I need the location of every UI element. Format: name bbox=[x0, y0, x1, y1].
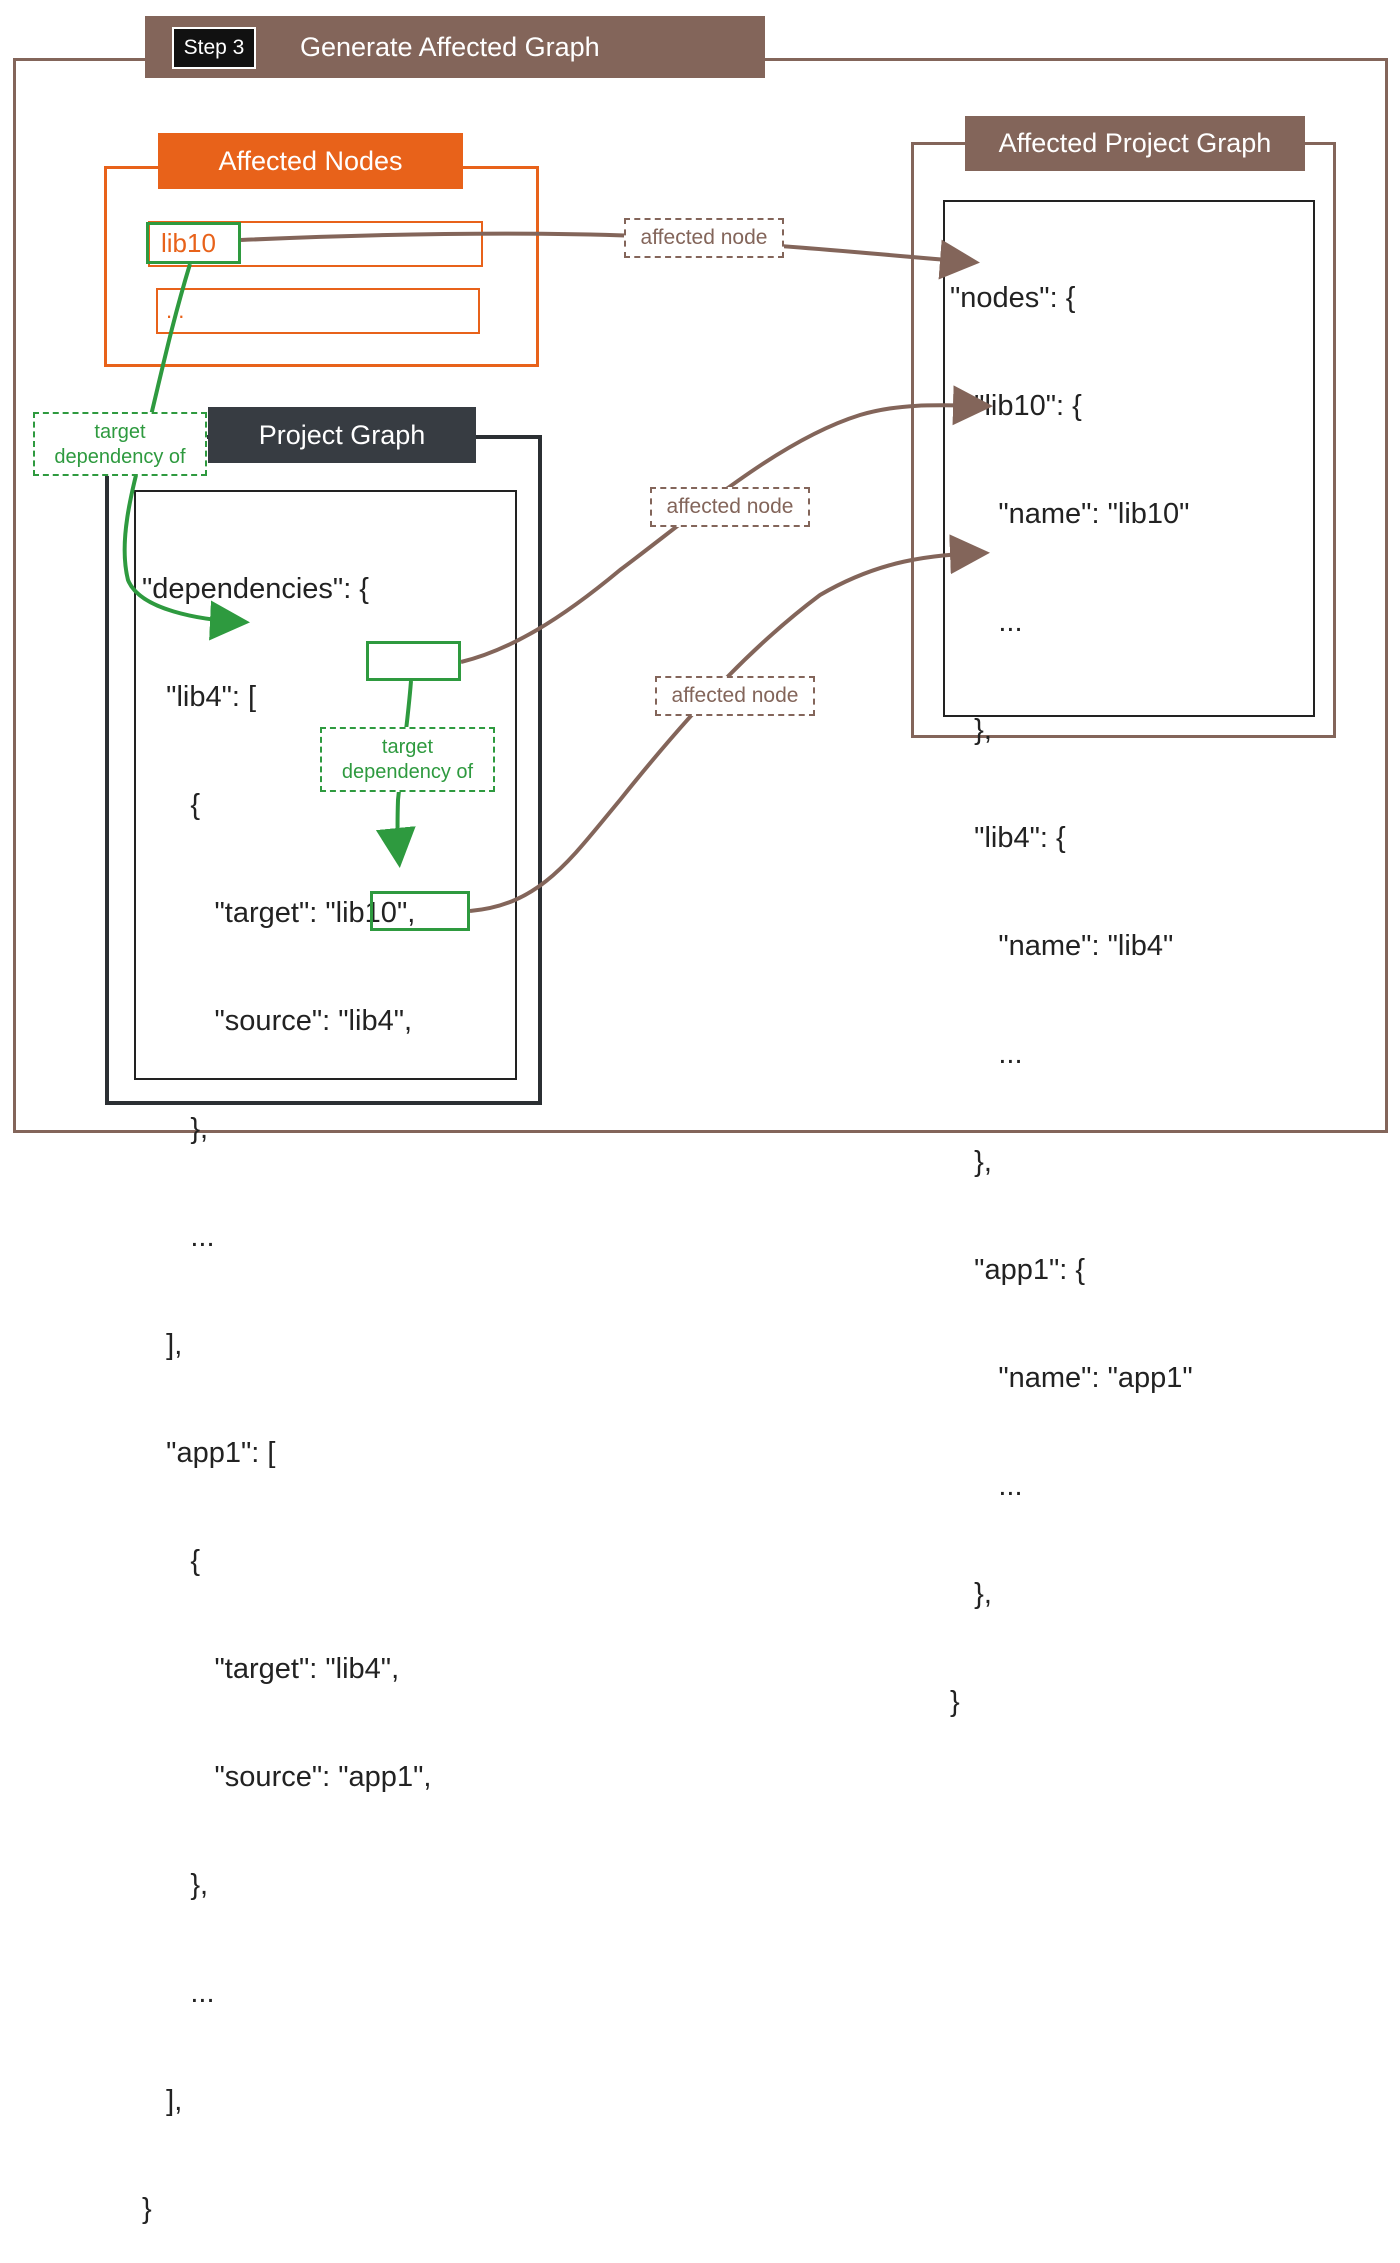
arrow-lib4-dependency bbox=[375, 680, 416, 868]
source-lib4-highlight bbox=[366, 641, 461, 681]
code-line: "dependencies": { bbox=[142, 573, 369, 605]
code-line: "source": "app1", bbox=[142, 1761, 432, 1793]
code-line: "name": "app1" bbox=[950, 1362, 1193, 1394]
arrow-lib4-to-nodes bbox=[460, 385, 993, 664]
lib10-highlight bbox=[146, 222, 241, 264]
affected-node-label: affected node bbox=[624, 218, 784, 258]
code-line: }, bbox=[950, 1146, 992, 1178]
affected-nodes-title: Affected Nodes bbox=[158, 133, 463, 189]
code-line: "app1": [ bbox=[142, 1437, 276, 1469]
code-line: "name": "lib10" bbox=[950, 498, 1190, 530]
code-line: }, bbox=[950, 714, 992, 746]
code-line: { bbox=[142, 1545, 201, 1577]
arrow-app1-to-nodes bbox=[469, 534, 990, 913]
project-graph-title: Project Graph bbox=[208, 407, 476, 463]
code-line: "nodes": { bbox=[950, 282, 1076, 314]
code-line: } bbox=[142, 2193, 152, 2225]
affected-node-slot bbox=[148, 221, 483, 267]
label-line: target bbox=[381, 736, 434, 758]
code-line: }, bbox=[142, 1869, 209, 1901]
code-line: "lib4": [ bbox=[142, 681, 257, 713]
affected-node-lib10: lib10 bbox=[161, 228, 216, 258]
code-line: ... bbox=[950, 1470, 1023, 1502]
code-line: "source": "lib4", bbox=[142, 1005, 413, 1037]
affected-node-label: affected node bbox=[650, 487, 810, 527]
affected-project-graph-title: Affected Project Graph bbox=[965, 116, 1305, 171]
code-line: } bbox=[950, 1686, 960, 1718]
code-line: "lib4": { bbox=[950, 822, 1066, 854]
code-line: "app1": { bbox=[950, 1254, 1086, 1286]
code-line: ... bbox=[142, 1221, 215, 1253]
affected-project-graph-code-box bbox=[943, 200, 1315, 717]
code-line: ... bbox=[950, 1038, 1023, 1070]
step-title: Generate Affected Graph bbox=[300, 32, 600, 62]
step-badge: Step 3 bbox=[172, 27, 256, 69]
affected-node-slot bbox=[156, 288, 480, 334]
arrow-lib10-dependency bbox=[122, 263, 250, 641]
code-line: ... bbox=[142, 1977, 215, 2009]
target-dependency-label: target dependency of bbox=[33, 412, 207, 476]
code-line: }, bbox=[142, 1113, 209, 1145]
label-line: dependency of bbox=[341, 761, 474, 783]
arrow-lib10-to-nodes bbox=[240, 231, 980, 280]
code-line: ], bbox=[142, 1329, 183, 1361]
label-line: target bbox=[94, 421, 146, 443]
code-line: "name": "lib4" bbox=[950, 930, 1174, 962]
connector-arrows bbox=[122, 231, 993, 913]
code-line: "target": "lib4", bbox=[142, 1653, 400, 1685]
code-line: { bbox=[142, 789, 201, 821]
source-app1-highlight bbox=[370, 891, 470, 931]
target-dependency-label: target dependency of bbox=[320, 727, 495, 792]
code-line: }, bbox=[950, 1578, 992, 1610]
code-line: ], bbox=[142, 2085, 183, 2117]
label-line: dependency of bbox=[54, 446, 186, 468]
code-line: ... bbox=[950, 606, 1023, 638]
affected-node-label: affected node bbox=[655, 676, 815, 716]
